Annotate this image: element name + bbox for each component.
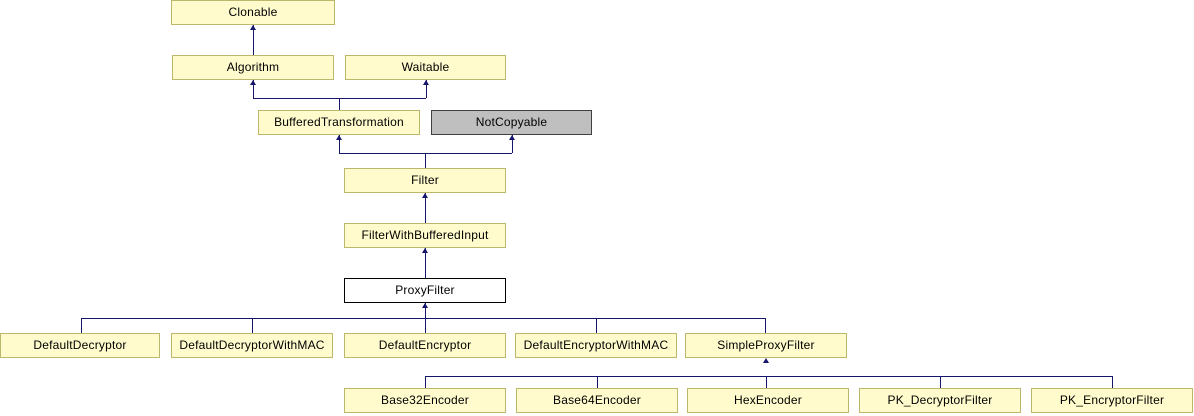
filter-riser	[425, 153, 426, 168]
hexencoder-riser	[766, 376, 767, 388]
class-node-filterwithbufferedinput[interactable]: FilterWithBufferedInput	[344, 223, 506, 248]
base64encoder-riser	[597, 376, 598, 388]
class-node-proxyfilter[interactable]: ProxyFilter	[344, 278, 506, 303]
waitable-drop	[426, 80, 427, 98]
defaultdecryptor-riser	[81, 318, 82, 333]
class-node-defaultdecryptorwithmac[interactable]: DefaultDecryptorWithMAC	[171, 333, 333, 358]
defaultdecryptorwithmac-riser	[252, 318, 253, 333]
pk_decryptorfilter-riser	[940, 376, 941, 388]
class-node-clonable[interactable]: Clonable	[171, 0, 335, 25]
class-node-defaultencryptorwithmac[interactable]: DefaultEncryptorWithMAC	[515, 333, 677, 358]
proxyfilter-children-bus	[81, 318, 766, 319]
class-node-notcopyable[interactable]: NotCopyable	[431, 110, 592, 135]
arrow-into-filterwithbufferedinput	[422, 248, 428, 253]
class-node-defaultdecryptor[interactable]: DefaultDecryptor	[0, 333, 160, 358]
class-node-bufferedtransformation[interactable]: BufferedTransformation	[258, 110, 420, 135]
simpleproxyfilter-children-bus	[425, 376, 1113, 377]
arrow-into-simpleproxyfilter	[763, 358, 769, 363]
defaultencryptor-riser	[425, 318, 426, 333]
class-node-pk_decryptorfilter[interactable]: PK_DecryptorFilter	[859, 388, 1021, 413]
arrow-into-filter	[422, 193, 428, 198]
filter-to-fwbi-stem	[425, 193, 426, 223]
arrow-into-waitable	[423, 80, 429, 85]
class-node-defaultencryptor[interactable]: DefaultEncryptor	[344, 333, 506, 358]
algorithm-drop	[253, 80, 254, 98]
pk_encryptorfilter-riser	[1112, 376, 1113, 388]
class-node-base64encoder[interactable]: Base64Encoder	[516, 388, 678, 413]
simpleproxyfilter-riser	[765, 318, 766, 333]
base32encoder-riser	[425, 376, 426, 388]
arrow-into-clonable	[250, 25, 256, 30]
arrow-into-proxyfilter	[422, 303, 428, 308]
class-node-pk_encryptorfilter[interactable]: PK_EncryptorFilter	[1031, 388, 1193, 413]
defaultencryptorwithmac-riser	[596, 318, 597, 333]
fwbi-to-proxyfilter-stem	[425, 248, 426, 278]
bt-drop	[339, 135, 340, 153]
arrow-into-notcopyable	[509, 135, 515, 140]
clonable-to-algorithm-stem	[253, 25, 254, 55]
class-node-waitable[interactable]: Waitable	[345, 55, 506, 80]
notcopyable-drop	[512, 135, 513, 153]
class-node-simpleproxyfilter[interactable]: SimpleProxyFilter	[685, 333, 847, 358]
class-node-base32encoder[interactable]: Base32Encoder	[344, 388, 506, 413]
arrow-into-bufferedtransformation	[336, 135, 342, 140]
class-node-hexencoder[interactable]: HexEncoder	[687, 388, 849, 413]
proxyfilter-children-riser	[425, 303, 426, 318]
bufferedtransformation-riser	[339, 98, 340, 110]
class-node-filter[interactable]: Filter	[344, 168, 506, 193]
arrow-into-algorithm	[250, 80, 256, 85]
class-node-algorithm[interactable]: Algorithm	[172, 55, 334, 80]
